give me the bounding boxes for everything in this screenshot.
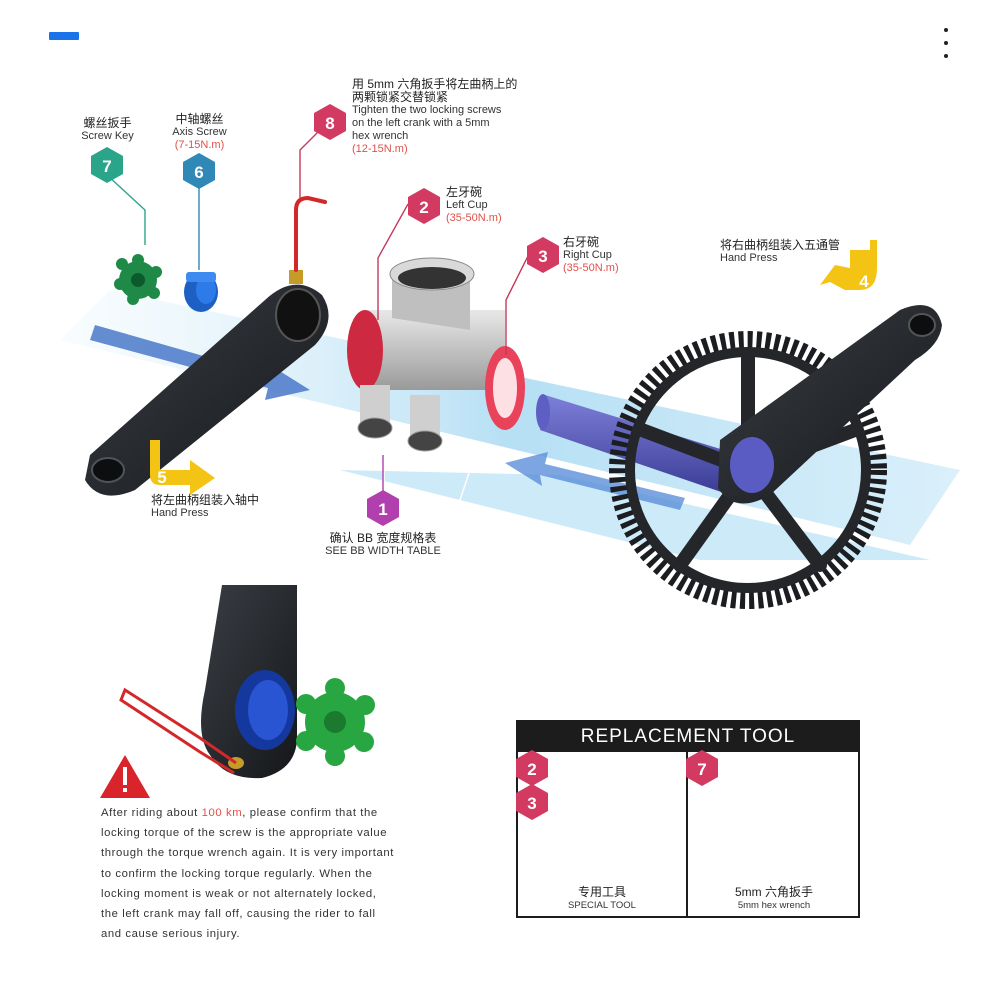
svg-text:7: 7 [102,157,111,176]
step-badge-8: 8 [314,104,346,140]
step6-label: 中轴螺丝 Axis Screw (7-15N.m) [172,112,227,152]
crank-closeup [119,585,297,779]
step-badge-2: 2 [408,188,440,224]
step-badge-1: 1 [367,490,399,526]
hand-press-icon [150,440,215,495]
hex-wrench-caption: 5mm 六角扳手 5mm hex wrench [734,885,813,912]
svg-text:6: 6 [194,163,203,182]
svg-text:3: 3 [527,794,536,813]
special-tool-caption: 专用工具 SPECIAL TOOL [568,885,636,912]
warning-icon [100,755,150,798]
replacement-tool-title: REPLACEMENT TOOL [518,722,858,752]
panel-divider [686,752,688,918]
tool-badge-3: 3 [516,784,548,820]
step5-label: 将左曲柄组装入轴中 Hand Press [151,493,260,520]
tool-badge-7: 7 [686,750,718,786]
spindle [536,394,740,495]
arrow-left-icon [505,452,685,510]
app-accent-bar [49,32,79,40]
svg-text:3: 3 [538,247,547,266]
svg-text:5: 5 [157,468,166,487]
step-badge-3: 3 [527,237,559,273]
svg-text:4: 4 [859,272,869,291]
step-badge-6: 6 [183,153,215,189]
warning-message: After riding about 100 km, please confir… [101,807,395,941]
step-badge-7: 7 [91,147,123,183]
bottom-bracket-shell [347,257,525,452]
step-badge-4: 4 [859,272,869,291]
axis-screw [184,272,218,312]
tool-badge-2: 2 [516,750,548,786]
step-badge-5: 5 [157,468,166,487]
more-options-icon[interactable] [936,28,956,58]
bb-width-indicator [314,417,476,501]
replacement-tool-panel: REPLACEMENT TOOL 专用工具 SPECIAL TOOL 5mm 六… [516,720,860,918]
svg-text:8: 8 [325,114,334,133]
screw-key-closeup [296,678,375,766]
step8-label: 用 5mm 六角扳手将左曲柄上的 两颗锁紧交替锁紧 Tighten the tw… [352,77,518,156]
step4-label: 将右曲柄组装入五通管 Hand Press [720,238,841,265]
screw-key [114,254,162,305]
svg-text:1: 1 [378,500,387,519]
step3-label: 右牙碗 Right Cup (35-50N.m) [563,235,619,275]
svg-text:2: 2 [419,198,428,217]
step2-label: 左牙碗 Left Cup (35-50N.m) [446,185,502,225]
svg-text:7: 7 [697,760,706,779]
right-crank-arm [718,305,942,504]
step1-label: 确认 BB 宽度规格表 SEE BB WIDTH TABLE [325,531,441,558]
hex-wrench [294,195,327,272]
step7-label: 螺丝扳手 Screw Key [81,116,134,143]
left-crank-arm [85,270,329,496]
svg-text:2: 2 [527,760,536,779]
hand-press-icon [820,240,877,290]
